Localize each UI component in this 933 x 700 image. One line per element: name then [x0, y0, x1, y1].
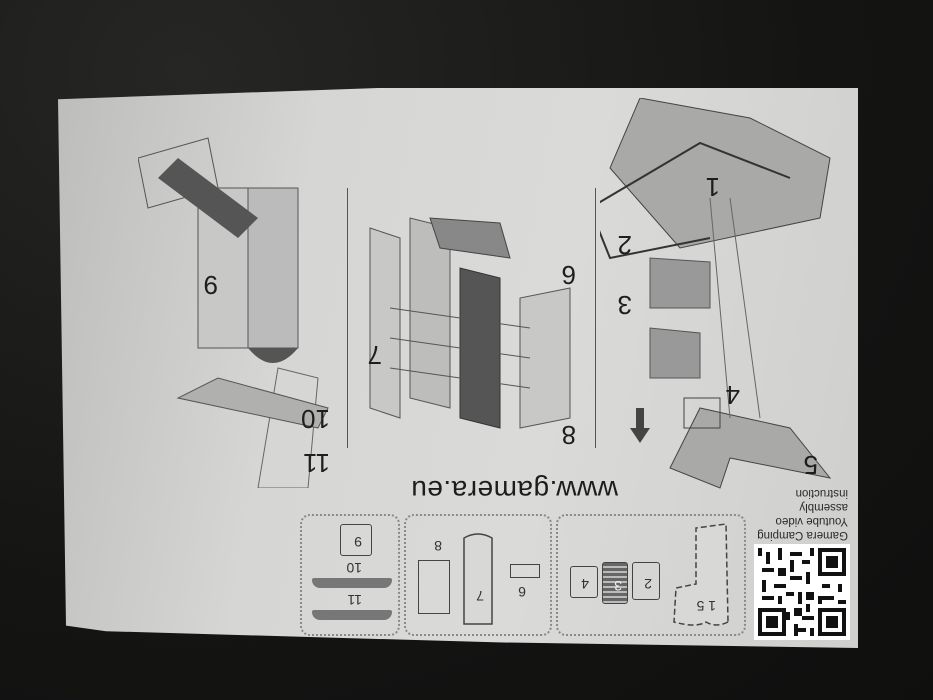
header-line-3: assembly [799, 501, 848, 513]
part-label-4: 4 [581, 576, 589, 592]
instruction-sheet: Gamera Camping Youtube video assembly in… [58, 88, 858, 648]
divider-1 [595, 188, 596, 448]
website-url: www.gamera.eu [410, 475, 618, 506]
header-line-1: Gamera Camping [757, 529, 848, 541]
step-label-9: 9 [203, 270, 218, 300]
parts-box-3: 11 10 9 [300, 514, 400, 636]
step-label-2: 2 [617, 230, 632, 260]
part-15-shape [673, 523, 729, 626]
step-label-5: 5 [803, 450, 818, 480]
sheet-content-upside-down: Gamera Camping Youtube video assembly in… [58, 88, 858, 648]
part-label-15: 1 5 [696, 598, 716, 614]
part-6-shape [510, 564, 540, 578]
step-b-illustration [369, 217, 571, 429]
step-c-illustration [138, 137, 329, 488]
part-10-shape [312, 578, 392, 588]
qr-code [754, 544, 850, 640]
part-label-2: 2 [644, 576, 652, 592]
part-label-3: 3 [614, 578, 622, 594]
part-label-6: 6 [518, 584, 526, 600]
part-label-8: 8 [434, 538, 442, 554]
part-label-7: 7 [476, 588, 484, 604]
part-label-9: 9 [354, 534, 362, 550]
step-label-7: 7 [367, 340, 382, 370]
parts-box-2: 6 7 8 [404, 514, 552, 636]
header-line-2: Youtube video [775, 515, 848, 527]
part-label-11: 11 [347, 592, 362, 608]
step-label-10: 10 [301, 404, 330, 434]
part-label-10: 10 [346, 560, 362, 576]
step-a-illustration [600, 98, 832, 489]
divider-2 [347, 188, 348, 448]
part-7-shape [463, 533, 493, 625]
step-label-8: 8 [561, 420, 576, 450]
step-label-1: 1 [705, 172, 720, 202]
part-8-shape [418, 560, 450, 614]
step-label-11: 11 [303, 448, 330, 478]
parts-box-1: 1 5 2 3 4 [556, 514, 746, 636]
part-11-shape [312, 610, 392, 620]
step-label-4: 4 [725, 380, 740, 410]
step-label-6: 6 [561, 260, 576, 290]
step-label-3: 3 [617, 290, 632, 320]
